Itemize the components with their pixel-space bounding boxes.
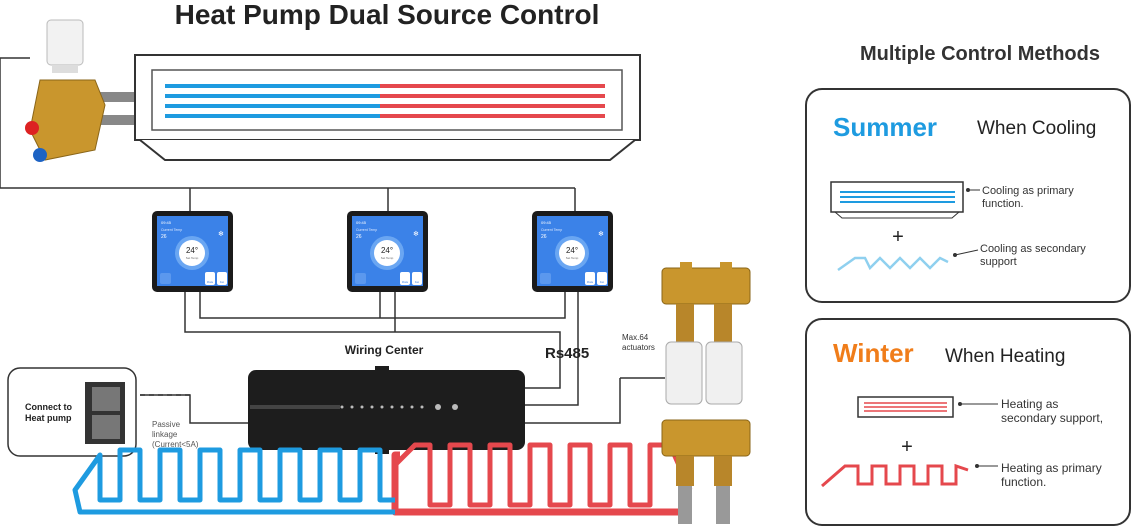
thermostat-setpoint: 24° — [186, 246, 198, 255]
winter-when: When Heating — [945, 346, 1065, 367]
power-button[interactable] — [355, 273, 366, 284]
fan-label: Fan — [600, 281, 605, 284]
summer-panel: Summer When Cooling Cooling as primary f… — [805, 88, 1131, 303]
thermostat-current: 26 — [161, 234, 167, 240]
mode-button[interactable] — [400, 272, 410, 285]
winter-primary-1: Heating as primary — [1001, 461, 1102, 475]
heat-pump-box: Connect to Heat pump — [7, 367, 137, 457]
thermostat-current: 26 — [541, 234, 547, 240]
thermostat-set-label: Set Temp — [186, 256, 199, 260]
fan-button[interactable] — [597, 272, 607, 285]
heat-pump-label-1: Connect to — [25, 402, 72, 412]
thermostat-current: 26 — [356, 234, 362, 240]
summer-when: When Cooling — [977, 118, 1096, 139]
thermostat-2[interactable]: 09:45 Current Temp 26 ❄ 24° Set Temp Mod… — [347, 211, 428, 292]
diagram-title: Heat Pump Dual Source Control — [175, 0, 600, 30]
thermostat-current-label: Current Temp — [356, 228, 377, 232]
winter-title: Winter — [833, 338, 914, 368]
fan-coil-unit-icon — [134, 54, 641, 161]
wiring-center-icon — [248, 366, 525, 454]
manifold-icon — [661, 262, 751, 524]
thermostat-setpoint: 24° — [566, 246, 578, 255]
summer-secondary-2: support — [980, 256, 1017, 268]
mode-label: Mode — [587, 281, 594, 284]
thermostat-1[interactable]: 09:45 Current Temp 26 ❄ 24° Set Temp Mod… — [152, 211, 233, 292]
winter-panel: Winter When Heating Heating as secondary… — [805, 318, 1131, 526]
winter-secondary-2: secondary support, — [1001, 411, 1103, 425]
rs485-label: Rs485 — [545, 345, 589, 362]
summer-title: Summer — [833, 112, 937, 142]
snowflake-icon: ❄ — [218, 230, 224, 238]
passive-label-2: linkage — [152, 430, 178, 439]
summer-secondary-1: Cooling as secondary — [980, 243, 1086, 255]
thermostat-current-label: Current Temp — [161, 228, 182, 232]
thermostat-time: 09:45 — [541, 220, 552, 225]
actuators-label-2: actuators — [622, 343, 655, 352]
thermostat-set-label: Set Temp — [381, 256, 394, 260]
thermostat-current-label: Current Temp — [541, 228, 562, 232]
snowflake-icon: ❄ — [598, 230, 604, 238]
connection-lines — [0, 57, 665, 424]
floor-heating-pipe-icon — [72, 442, 693, 516]
summer-plus: + — [892, 226, 904, 248]
winter-primary-2: function. — [1001, 475, 1046, 489]
power-button[interactable] — [160, 273, 171, 284]
thermostat-time: 09:45 — [161, 220, 172, 225]
thermostat-set-label: Set Temp — [566, 256, 579, 260]
thermostat-time: 09:45 — [356, 220, 367, 225]
summer-primary-2: function. — [982, 198, 1024, 210]
mode-label: Mode — [207, 281, 214, 284]
power-button[interactable] — [540, 273, 551, 284]
valve-actuator-icon — [25, 19, 140, 162]
wiring-center-label: Wiring Center — [345, 343, 424, 357]
mode-button[interactable] — [205, 272, 215, 285]
fan-button[interactable] — [217, 272, 227, 285]
thermostat-3[interactable]: 09:45 Current Temp 26 ❄ 24° Set Temp Mod… — [532, 211, 613, 292]
fan-label: Fan — [220, 281, 225, 284]
thermostat-setpoint: 24° — [381, 246, 393, 255]
heat-pump-label-2: Heat pump — [25, 413, 72, 423]
winter-secondary-1: Heating as — [1001, 397, 1058, 411]
fan-label: Fan — [415, 281, 420, 284]
passive-label-1: Passive — [152, 420, 181, 429]
winter-plus: + — [901, 436, 913, 458]
methods-title: Multiple Control Methods — [860, 43, 1100, 65]
snowflake-icon: ❄ — [413, 230, 419, 238]
mode-label: Mode — [402, 281, 409, 284]
actuators-label-1: Max.64 — [622, 333, 649, 342]
summer-primary-1: Cooling as primary — [982, 185, 1074, 197]
fan-button[interactable] — [412, 272, 422, 285]
mode-button[interactable] — [585, 272, 595, 285]
passive-label-3: (Current<5A) — [152, 440, 199, 449]
